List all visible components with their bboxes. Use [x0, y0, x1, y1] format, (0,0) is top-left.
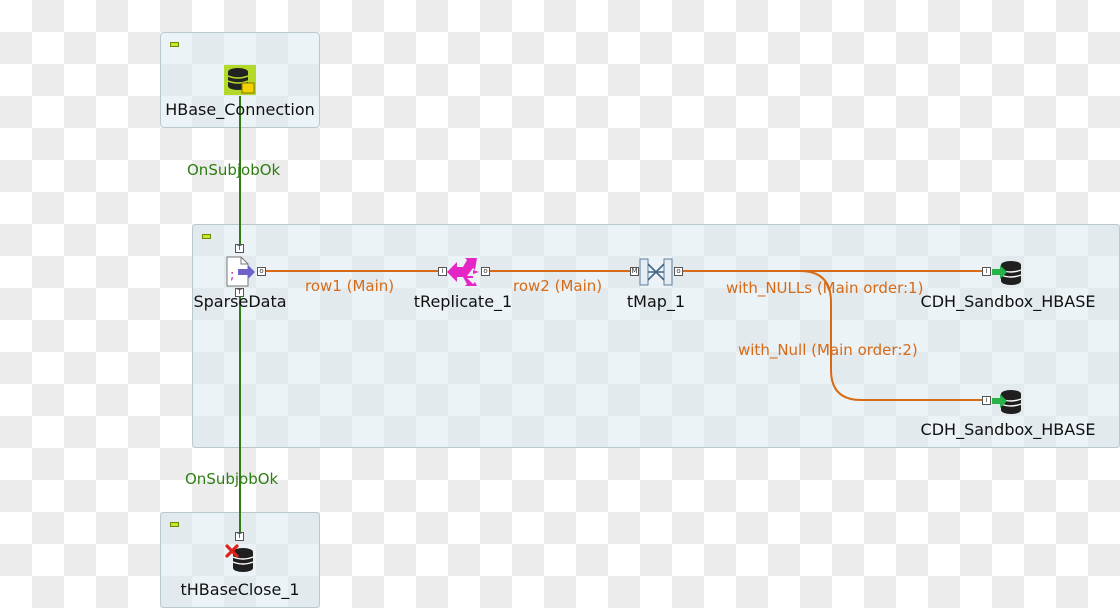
collapse-toggle[interactable] — [170, 522, 179, 527]
with-null-link — [682, 270, 982, 401]
file-input-icon[interactable]: ; — [224, 256, 256, 288]
main-in-port[interactable]: i — [982, 396, 991, 405]
main-in-port[interactable]: i — [982, 267, 991, 276]
main-out-port[interactable]: o — [257, 267, 266, 276]
tmap-icon[interactable] — [638, 256, 674, 288]
hbase-output-icon[interactable] — [991, 259, 1023, 287]
hbase-close-icon[interactable] — [224, 544, 256, 576]
thbaseclose-label: tHBaseClose_1 — [180, 580, 300, 599]
main-out-port[interactable]: o — [674, 267, 683, 276]
hbase-connection-label: HBase_Connection — [165, 100, 315, 119]
sparsedata-label: SparseData — [193, 292, 287, 311]
replicate-icon[interactable] — [445, 256, 481, 288]
with-nulls-label[interactable]: with_NULLs (Main order:1) — [726, 279, 924, 297]
collapse-toggle[interactable] — [202, 234, 211, 239]
main-out-port[interactable]: o — [481, 267, 490, 276]
onsubjobok-label-2[interactable]: OnSubjobOk — [185, 470, 279, 488]
treplicate-label: tReplicate_1 — [413, 292, 513, 311]
trigger-out-port[interactable]: T — [235, 288, 244, 297]
with-null-label[interactable]: with_Null (Main order:2) — [738, 341, 918, 359]
collapse-toggle[interactable] — [170, 42, 179, 47]
main-in-port[interactable]: i — [438, 267, 447, 276]
hbase-output-icon[interactable] — [991, 388, 1023, 416]
hbase-connection-icon[interactable] — [223, 64, 257, 96]
row1-label[interactable]: row1 (Main) — [305, 277, 395, 295]
tmap-label: tMap_1 — [626, 292, 686, 311]
subjob-main[interactable] — [192, 224, 1120, 448]
cdh-sandbox-hbase-label-1: CDH_Sandbox_HBASE — [920, 292, 1096, 311]
main-in-port[interactable]: M — [630, 267, 639, 276]
svg-text:;: ; — [230, 268, 234, 283]
onsubjobok-label-1[interactable]: OnSubjobOk — [187, 161, 281, 179]
row2-label[interactable]: row2 (Main) — [513, 277, 603, 295]
trigger-in-port[interactable]: T — [235, 244, 244, 253]
trigger-in-port[interactable]: T — [235, 532, 244, 541]
cdh-sandbox-hbase-label-2: CDH_Sandbox_HBASE — [920, 420, 1096, 439]
